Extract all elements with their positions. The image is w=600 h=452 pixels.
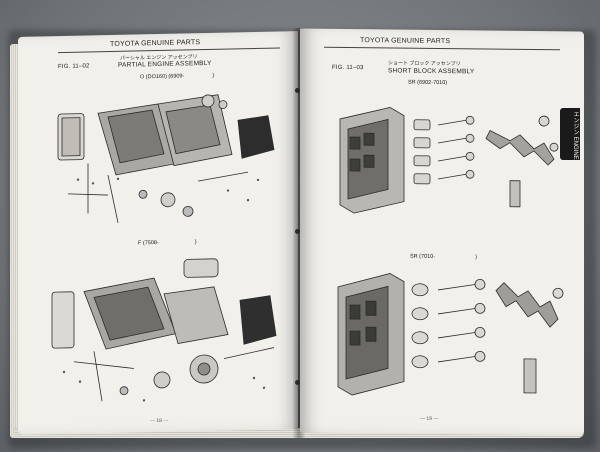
left-header-rule bbox=[58, 47, 280, 54]
engine-section-tab: エンジン ENGINE bbox=[560, 108, 580, 160]
binder-hole-middle bbox=[295, 229, 300, 234]
right-title-jp: ショート ブロック アッセンブリ bbox=[388, 60, 461, 68]
right-model-code-1: SR (6902-7010) bbox=[408, 79, 448, 87]
page-stack-edge bbox=[10, 44, 20, 438]
right-page-number: — 19 — bbox=[420, 415, 439, 422]
page-stack-bottom bbox=[14, 428, 584, 438]
right-page-header: TOYOTA GENUINE PARTS bbox=[360, 37, 451, 46]
left-model-code-1: O (DO160) (6909-) bbox=[140, 72, 215, 81]
right-fig-label: FIG. 11–03 bbox=[332, 64, 364, 72]
binder-hole-bottom bbox=[295, 380, 300, 385]
short-block-diagram-bottom bbox=[337, 273, 564, 396]
right-page: TOYOTA GENUINE PARTS FIG. 11–03 ショート ブロッ… bbox=[300, 28, 584, 436]
right-header-rule bbox=[324, 46, 560, 51]
left-page-header: TOYOTA GENUINE PARTS bbox=[110, 39, 201, 49]
binder-hole-top bbox=[295, 88, 300, 93]
left-fig-label: FIG. 11–02 bbox=[58, 63, 90, 71]
right-model-code-2: SR (7010-) bbox=[410, 253, 477, 261]
left-page-number: — 18 — bbox=[150, 417, 169, 425]
partial-engine-diagram-top bbox=[57, 94, 275, 223]
left-model-code-2: F (7508-) bbox=[138, 239, 197, 247]
short-block-diagram-top bbox=[339, 107, 559, 214]
left-title: PARTIAL ENGINE ASSEMBLY bbox=[118, 59, 212, 69]
right-title: SHORT BLOCK ASSEMBLY bbox=[388, 67, 475, 76]
left-page: TOYOTA GENUINE PARTS パーシャル エンジン アッセンブリ F… bbox=[18, 31, 298, 435]
partial-engine-diagram-bottom bbox=[51, 258, 277, 402]
